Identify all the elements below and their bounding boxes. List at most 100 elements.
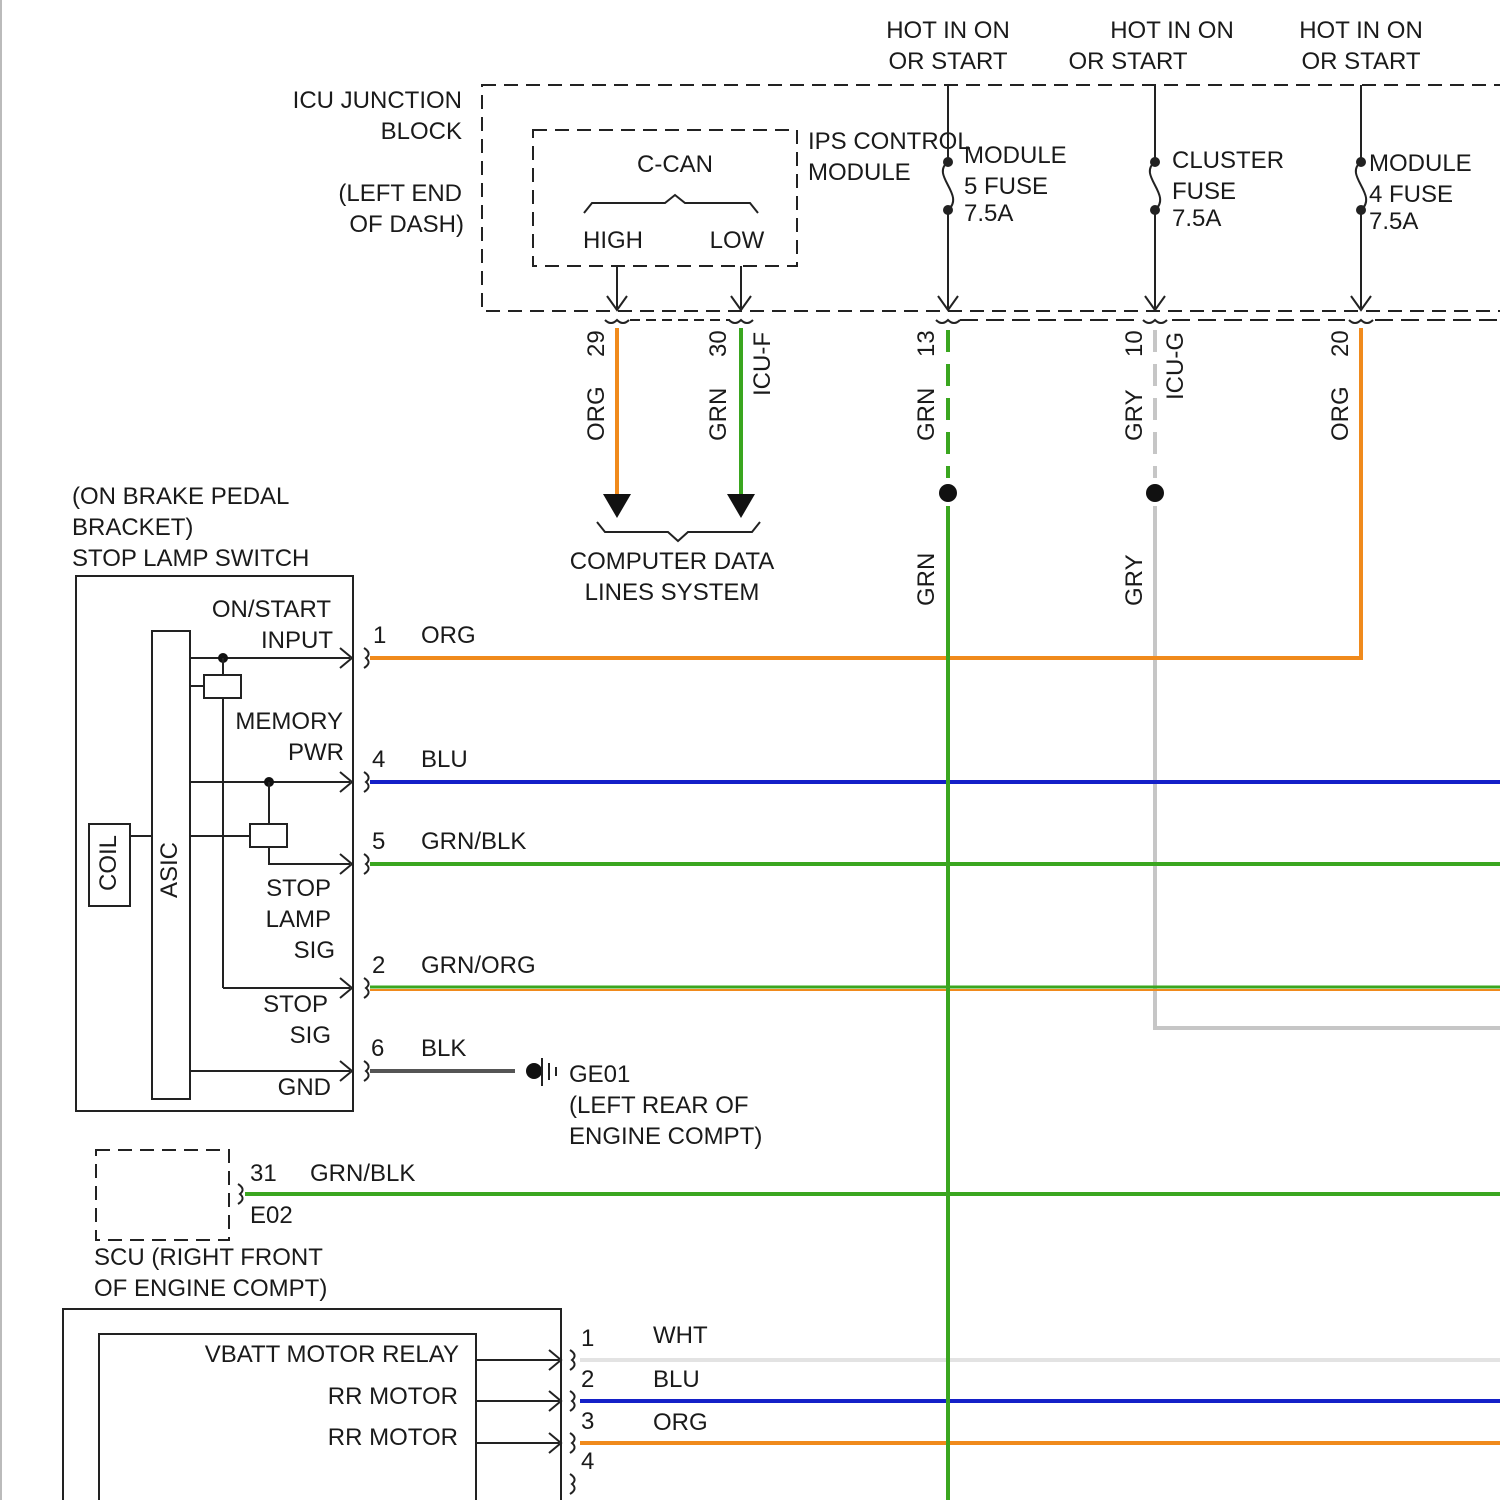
fuse-symbol-c bbox=[1356, 162, 1366, 210]
gnd-label: GND bbox=[278, 1074, 331, 1101]
wire-label-grn-30: GRN bbox=[705, 388, 732, 441]
ground-id: GE01 bbox=[569, 1061, 630, 1088]
power-labels: HOT IN ON OR START HOT IN ON OR START HO… bbox=[886, 17, 1423, 75]
ground-splice bbox=[526, 1063, 542, 1079]
asic-label: ASIC bbox=[156, 842, 183, 898]
memory-line1: MEMORY bbox=[235, 708, 343, 735]
switch-location-line2: BRACKET) bbox=[72, 514, 193, 541]
relay-pin-2: 2 bbox=[581, 1366, 594, 1393]
on-start-line2: INPUT bbox=[261, 627, 333, 654]
pin-30: 30 bbox=[705, 330, 732, 357]
fuse-b-line2: FUSE bbox=[1172, 178, 1236, 205]
pin-29: 29 bbox=[583, 330, 610, 357]
coil-label: COIL bbox=[95, 835, 122, 891]
hot-label-3-line2: OR START bbox=[1301, 48, 1420, 75]
connector-icu-f: ICU-F bbox=[749, 332, 776, 396]
ground-ge01: GE01 (LEFT REAR OF ENGINE COMPT) bbox=[526, 1058, 762, 1150]
relay-pin-3: 3 bbox=[581, 1408, 594, 1435]
icu-location-line2: OF DASH) bbox=[349, 211, 464, 238]
fuse-symbol-b bbox=[1150, 162, 1160, 210]
org-feed-wire bbox=[370, 328, 1361, 658]
stop-sig-line2: SIG bbox=[290, 1022, 331, 1049]
pin-4: 4 bbox=[372, 746, 385, 773]
rr-motor-label-1: RR MOTOR bbox=[328, 1383, 458, 1410]
rr-motor-label-2: RR MOTOR bbox=[328, 1424, 458, 1451]
high-label: HIGH bbox=[583, 227, 643, 254]
ips-label-line1: IPS CONTROL bbox=[808, 128, 971, 155]
scu-label-line2: OF ENGINE COMPT) bbox=[94, 1275, 327, 1302]
stop-lamp-switch: (ON BRAKE PEDAL BRACKET) STOP LAMP SWITC… bbox=[72, 483, 536, 1111]
gry-feed-wire bbox=[1155, 506, 1500, 1028]
switch-location-line1: (ON BRAKE PEDAL bbox=[72, 483, 289, 510]
switch-title: STOP LAMP SWITCH bbox=[72, 545, 309, 572]
splice-grn bbox=[939, 484, 957, 502]
motor-relay-module: VBATT MOTOR RELAY RR MOTOR RR MOTOR 1 WH… bbox=[63, 1309, 708, 1500]
fuse-b-line1: CLUSTER bbox=[1172, 147, 1284, 174]
pin-6: 6 bbox=[371, 1035, 384, 1062]
ground-location-line1: (LEFT REAR OF bbox=[569, 1092, 749, 1119]
fuse-a-line3: 7.5A bbox=[964, 200, 1013, 227]
wire-label-org-20: ORG bbox=[1327, 386, 1354, 441]
resistor-2 bbox=[250, 824, 287, 847]
fuse-a-line2: 5 FUSE bbox=[964, 173, 1048, 200]
hot-label-2-line2: OR START bbox=[1068, 48, 1187, 75]
vbatt-label: VBATT MOTOR RELAY bbox=[205, 1341, 459, 1368]
can-high-arrow bbox=[603, 494, 631, 518]
stop-lamp-line3: SIG bbox=[294, 937, 335, 964]
wire-label-blu-relay: BLU bbox=[653, 1366, 700, 1393]
can-low-arrow bbox=[727, 494, 755, 518]
icu-location-line1: (LEFT END bbox=[338, 180, 462, 207]
pin-2: 2 bbox=[372, 952, 385, 979]
pin-20: 20 bbox=[1327, 330, 1354, 357]
wire-label-blk-6: BLK bbox=[421, 1035, 466, 1062]
hot-label-2-line1: HOT IN ON bbox=[1110, 17, 1234, 44]
stop-lamp-line2: LAMP bbox=[266, 906, 331, 933]
wire-label-org-relay: ORG bbox=[653, 1409, 708, 1436]
wire-label-grn-blk-31: GRN/BLK bbox=[310, 1160, 415, 1187]
wires bbox=[245, 328, 1500, 1500]
fuse-c-line1: MODULE bbox=[1369, 150, 1472, 177]
icu-title-line2: BLOCK bbox=[381, 118, 462, 145]
splice-gry bbox=[1146, 484, 1164, 502]
memory-line2: PWR bbox=[288, 739, 344, 766]
data-lines-brace bbox=[597, 522, 760, 541]
hot-label-1-line2: OR START bbox=[888, 48, 1007, 75]
can-brace bbox=[584, 195, 758, 213]
data-lines-line1: COMPUTER DATA bbox=[570, 548, 774, 575]
hot-label-1-line1: HOT IN ON bbox=[886, 17, 1010, 44]
low-label: LOW bbox=[710, 227, 765, 254]
stop-sig-line1: STOP bbox=[263, 991, 328, 1018]
icu-connector-row bbox=[605, 320, 1500, 323]
wire-label-grn-13b: GRN bbox=[913, 553, 940, 606]
ground-location-line2: ENGINE COMPT) bbox=[569, 1123, 762, 1150]
c-can-label: C-CAN bbox=[637, 151, 713, 178]
stop-lamp-line1: STOP bbox=[266, 875, 331, 902]
icu-title-line1: ICU JUNCTION bbox=[293, 87, 462, 114]
computer-data-lines: COMPUTER DATA LINES SYSTEM bbox=[570, 494, 774, 606]
pin-1: 1 bbox=[373, 622, 386, 649]
wire-label-grn-13: GRN bbox=[913, 388, 940, 441]
fuse-c-line3: 7.5A bbox=[1369, 208, 1418, 235]
resistor-1 bbox=[204, 675, 241, 698]
ips-label-line2: MODULE bbox=[808, 159, 911, 186]
wire-label-org-1: ORG bbox=[421, 622, 476, 649]
wire-label-blu-4: BLU bbox=[421, 746, 468, 773]
wire-label-gry-10b: GRY bbox=[1121, 554, 1148, 606]
scu-connector: E02 bbox=[250, 1202, 293, 1229]
relay-outer-box bbox=[63, 1309, 561, 1500]
pin-5: 5 bbox=[372, 828, 385, 855]
wire-label-grn-org-2: GRN/ORG bbox=[421, 952, 536, 979]
hot-label-3-line1: HOT IN ON bbox=[1299, 17, 1423, 44]
wire-label-org-29: ORG bbox=[583, 386, 610, 441]
wire-label-grn-blk-5: GRN/BLK bbox=[421, 828, 526, 855]
fuse-c-line2: 4 FUSE bbox=[1369, 181, 1453, 208]
icu-junction-block: ICU JUNCTION BLOCK (LEFT END OF DASH) IP… bbox=[293, 85, 1500, 311]
connector-icu-g: ICU-G bbox=[1162, 332, 1189, 400]
data-lines-line2: LINES SYSTEM bbox=[585, 579, 760, 606]
scu-label-line1: SCU (RIGHT FRONT bbox=[94, 1244, 323, 1271]
relay-pin-4: 4 bbox=[581, 1448, 594, 1475]
relay-pin-1: 1 bbox=[581, 1325, 594, 1352]
pin-13: 13 bbox=[913, 330, 940, 357]
fuse-b-line3: 7.5A bbox=[1172, 205, 1221, 232]
